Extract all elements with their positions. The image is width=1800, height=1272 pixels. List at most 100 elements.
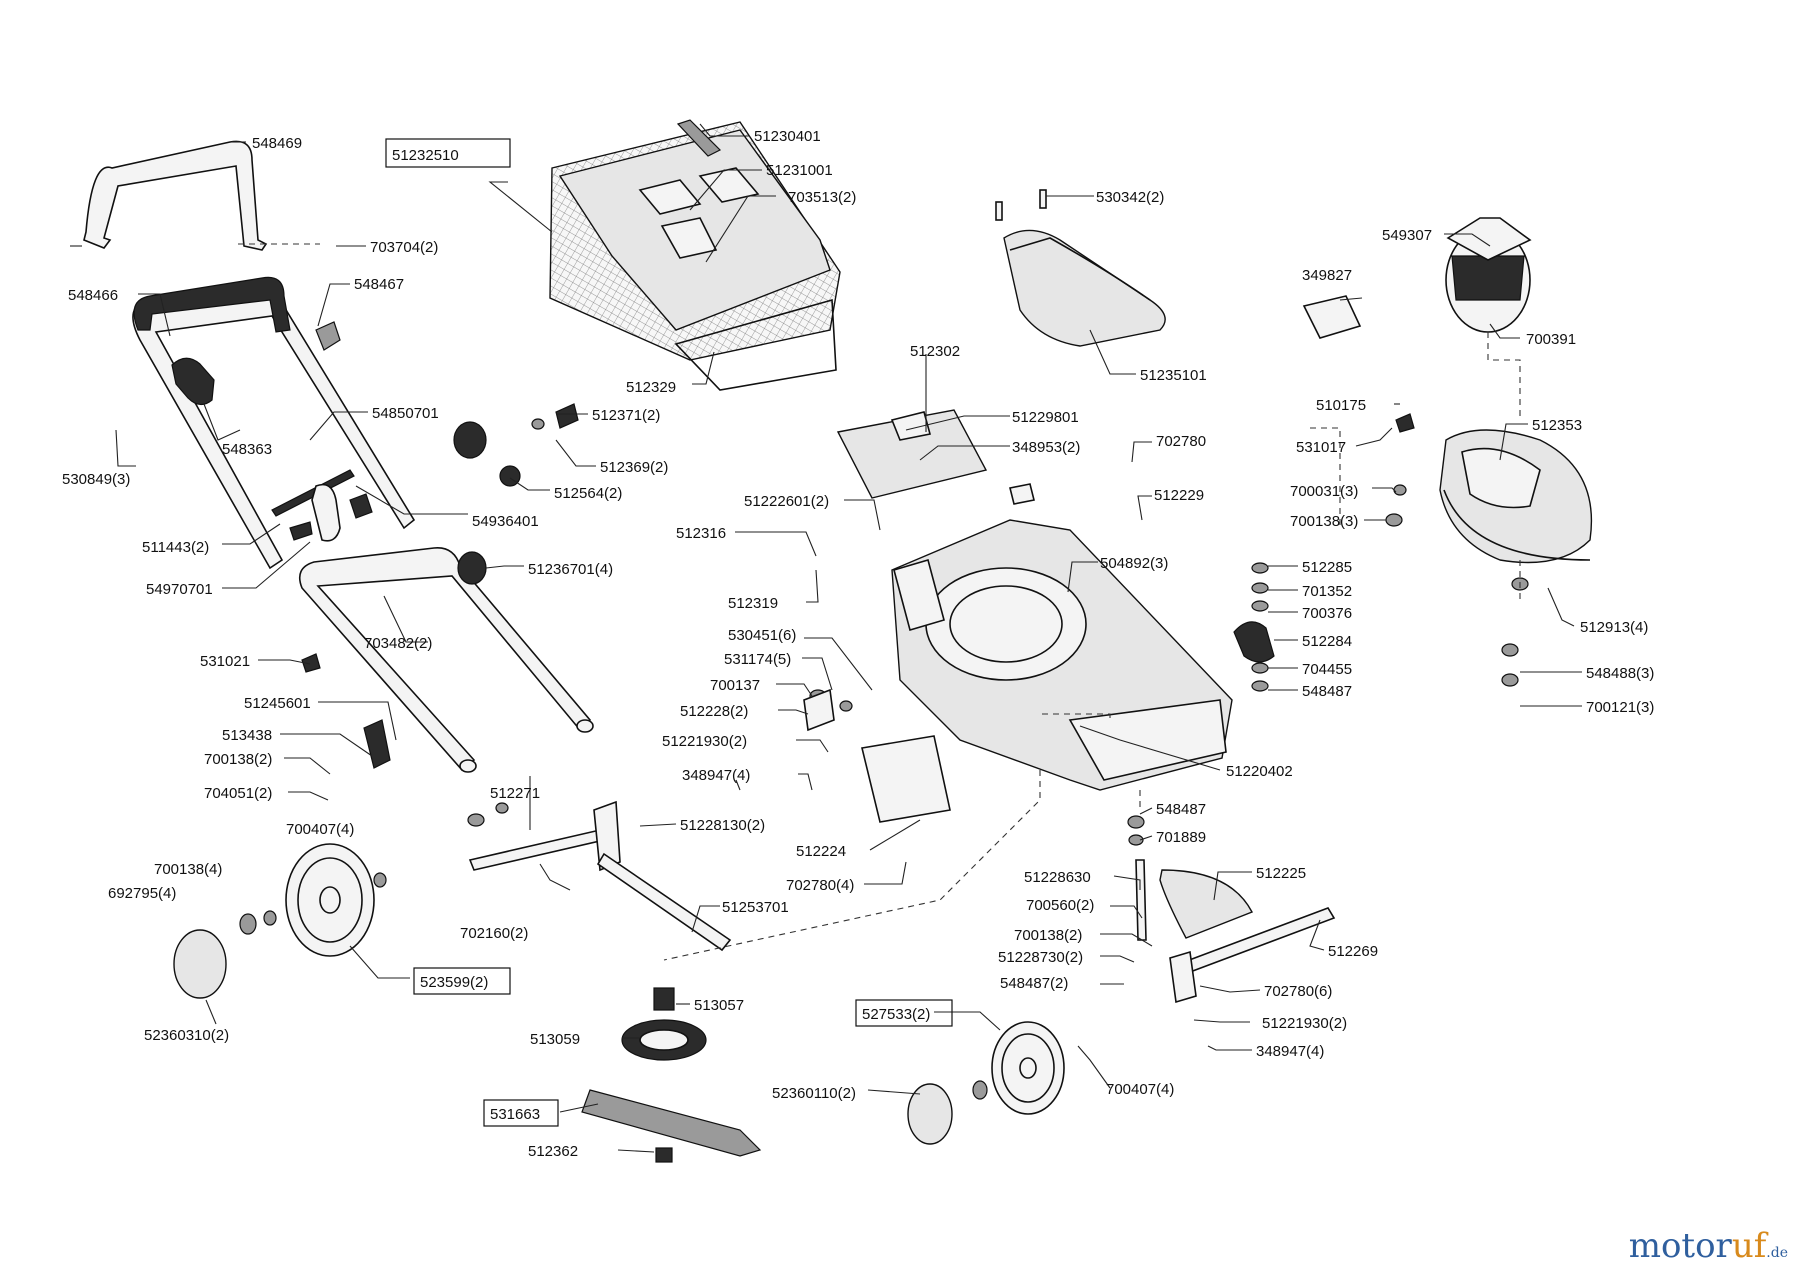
rear-wheel-left <box>173 843 375 999</box>
front-wheel-right <box>907 1021 1065 1145</box>
small-fasteners <box>263 403 1529 941</box>
label-512362: 512362 <box>528 1143 578 1160</box>
label-512371: 512371(2) <box>592 407 660 424</box>
label-51245601: 51245601 <box>244 695 311 712</box>
label-703482: 703482(2) <box>364 635 432 652</box>
label-531017: 531017 <box>1296 439 1346 456</box>
label-51228730: 51228730(2) <box>998 949 1083 966</box>
label-512225: 512225 <box>1256 865 1306 882</box>
label-548487b: 548487 <box>1156 801 1206 818</box>
label-513438: 513438 <box>222 727 272 744</box>
label-700031: 700031(3) <box>1290 483 1358 500</box>
label-530342: 530342(2) <box>1096 189 1164 206</box>
label-700137: 700137 <box>710 677 760 694</box>
label-511443: 511443(2) <box>142 539 209 556</box>
label-692795: 692795(4) <box>108 885 176 902</box>
label-box-527533: 527533(2) <box>855 999 953 1027</box>
label-51236701: 51236701(4) <box>528 561 613 578</box>
label-700138a: 700138(2) <box>204 751 272 768</box>
label-51220402: 51220402 <box>1226 763 1293 780</box>
label-512271: 512271 <box>490 785 540 802</box>
label-548466: 548466 <box>68 287 118 304</box>
label-700138d: 700138(2) <box>1014 927 1082 944</box>
label-512269: 512269 <box>1328 943 1378 960</box>
label-512228: 512228(2) <box>680 703 748 720</box>
label-700391: 700391 <box>1526 331 1576 348</box>
label-51232510: 51232510 <box>392 147 459 164</box>
label-349827: 349827 <box>1302 267 1352 284</box>
lever-assembly <box>271 469 373 542</box>
label-51235101: 51235101 <box>1140 367 1207 384</box>
reference-dashes <box>238 243 1521 961</box>
label-530849: 530849(3) <box>62 471 130 488</box>
catcher-handle <box>676 119 722 157</box>
label-702780c: 702780(6) <box>1264 983 1332 1000</box>
front-axle <box>1159 869 1336 1004</box>
label-512229: 512229 <box>1154 487 1204 504</box>
label-548469: 548469 <box>252 135 302 152</box>
blade-assembly <box>581 987 762 1163</box>
label-704051: 704051(2) <box>204 785 272 802</box>
mower-deck <box>891 519 1233 791</box>
leader-lines <box>115 123 1582 1153</box>
label-513057: 513057 <box>694 997 744 1014</box>
label-531663: 531663 <box>490 1106 540 1123</box>
label-704455: 704455 <box>1302 661 1352 678</box>
label-51228630: 51228630 <box>1024 869 1091 886</box>
label-701889: 701889 <box>1156 829 1206 846</box>
grass-catcher <box>549 121 841 391</box>
label-530451: 530451(6) <box>728 627 796 644</box>
label-548487a: 548487 <box>1302 683 1352 700</box>
watermark-suffix: .de <box>1766 1245 1788 1261</box>
label-504892: 504892(3) <box>1100 555 1168 572</box>
label-512564: 512564(2) <box>554 485 622 502</box>
label-512353: 512353 <box>1532 417 1582 434</box>
label-700560: 700560(2) <box>1026 897 1094 914</box>
label-52360310: 52360310(2) <box>144 1027 229 1044</box>
lower-handle <box>298 547 594 773</box>
part-labels: 548469 703704(2) 548466 548467 54850701 … <box>62 128 1654 1160</box>
label-523599: 523599(2) <box>420 974 488 991</box>
label-700138b: 700138(3) <box>1290 513 1358 530</box>
label-548467: 548467 <box>354 276 404 293</box>
label-703704: 703704(2) <box>370 239 438 256</box>
motor-cover <box>995 189 1166 347</box>
label-51229801: 51229801 <box>1012 409 1079 426</box>
label-700407b: 700407(4) <box>1106 1081 1174 1098</box>
label-51222601: 51222601(2) <box>744 493 829 510</box>
label-348947a: 348947(4) <box>682 767 750 784</box>
label-703513: 703513(2) <box>788 189 856 206</box>
label-702780a: 702780 <box>1156 433 1206 450</box>
top-handle-bar <box>70 140 268 251</box>
main-handle <box>132 276 416 570</box>
rear-flap <box>836 409 1035 505</box>
label-512319: 512319 <box>728 595 778 612</box>
height-adjust-lever <box>1233 562 1275 692</box>
label-348953: 348953(2) <box>1012 439 1080 456</box>
label-700138c: 700138(4) <box>154 861 222 878</box>
label-702780b: 702780(4) <box>786 877 854 894</box>
label-512329: 512329 <box>626 379 676 396</box>
label-51221930a: 51221930(2) <box>662 733 747 750</box>
discharge-chute <box>1439 429 1593 564</box>
label-513059: 513059 <box>530 1031 580 1048</box>
label-51253701: 51253701 <box>722 899 789 916</box>
label-54936401: 54936401 <box>472 513 539 530</box>
label-512302: 512302 <box>910 343 960 360</box>
watermark-blue: motor <box>1628 1226 1732 1266</box>
label-51230401: 51230401 <box>754 128 821 145</box>
label-548488: 548488(3) <box>1586 665 1654 682</box>
label-531021: 531021 <box>200 653 250 670</box>
label-54970701: 54970701 <box>146 581 213 598</box>
label-52360110: 52360110(2) <box>772 1085 856 1102</box>
label-512913: 512913(4) <box>1580 619 1648 636</box>
label-531174: 531174(5) <box>724 651 791 668</box>
label-512369: 512369(2) <box>600 459 668 476</box>
label-548487c: 548487(2) <box>1000 975 1068 992</box>
label-512285: 512285 <box>1302 559 1352 576</box>
label-700121: 700121(3) <box>1586 699 1654 716</box>
label-702160: 702160(2) <box>460 925 528 942</box>
label-701352: 701352 <box>1302 583 1352 600</box>
label-512316: 512316 <box>676 525 726 542</box>
